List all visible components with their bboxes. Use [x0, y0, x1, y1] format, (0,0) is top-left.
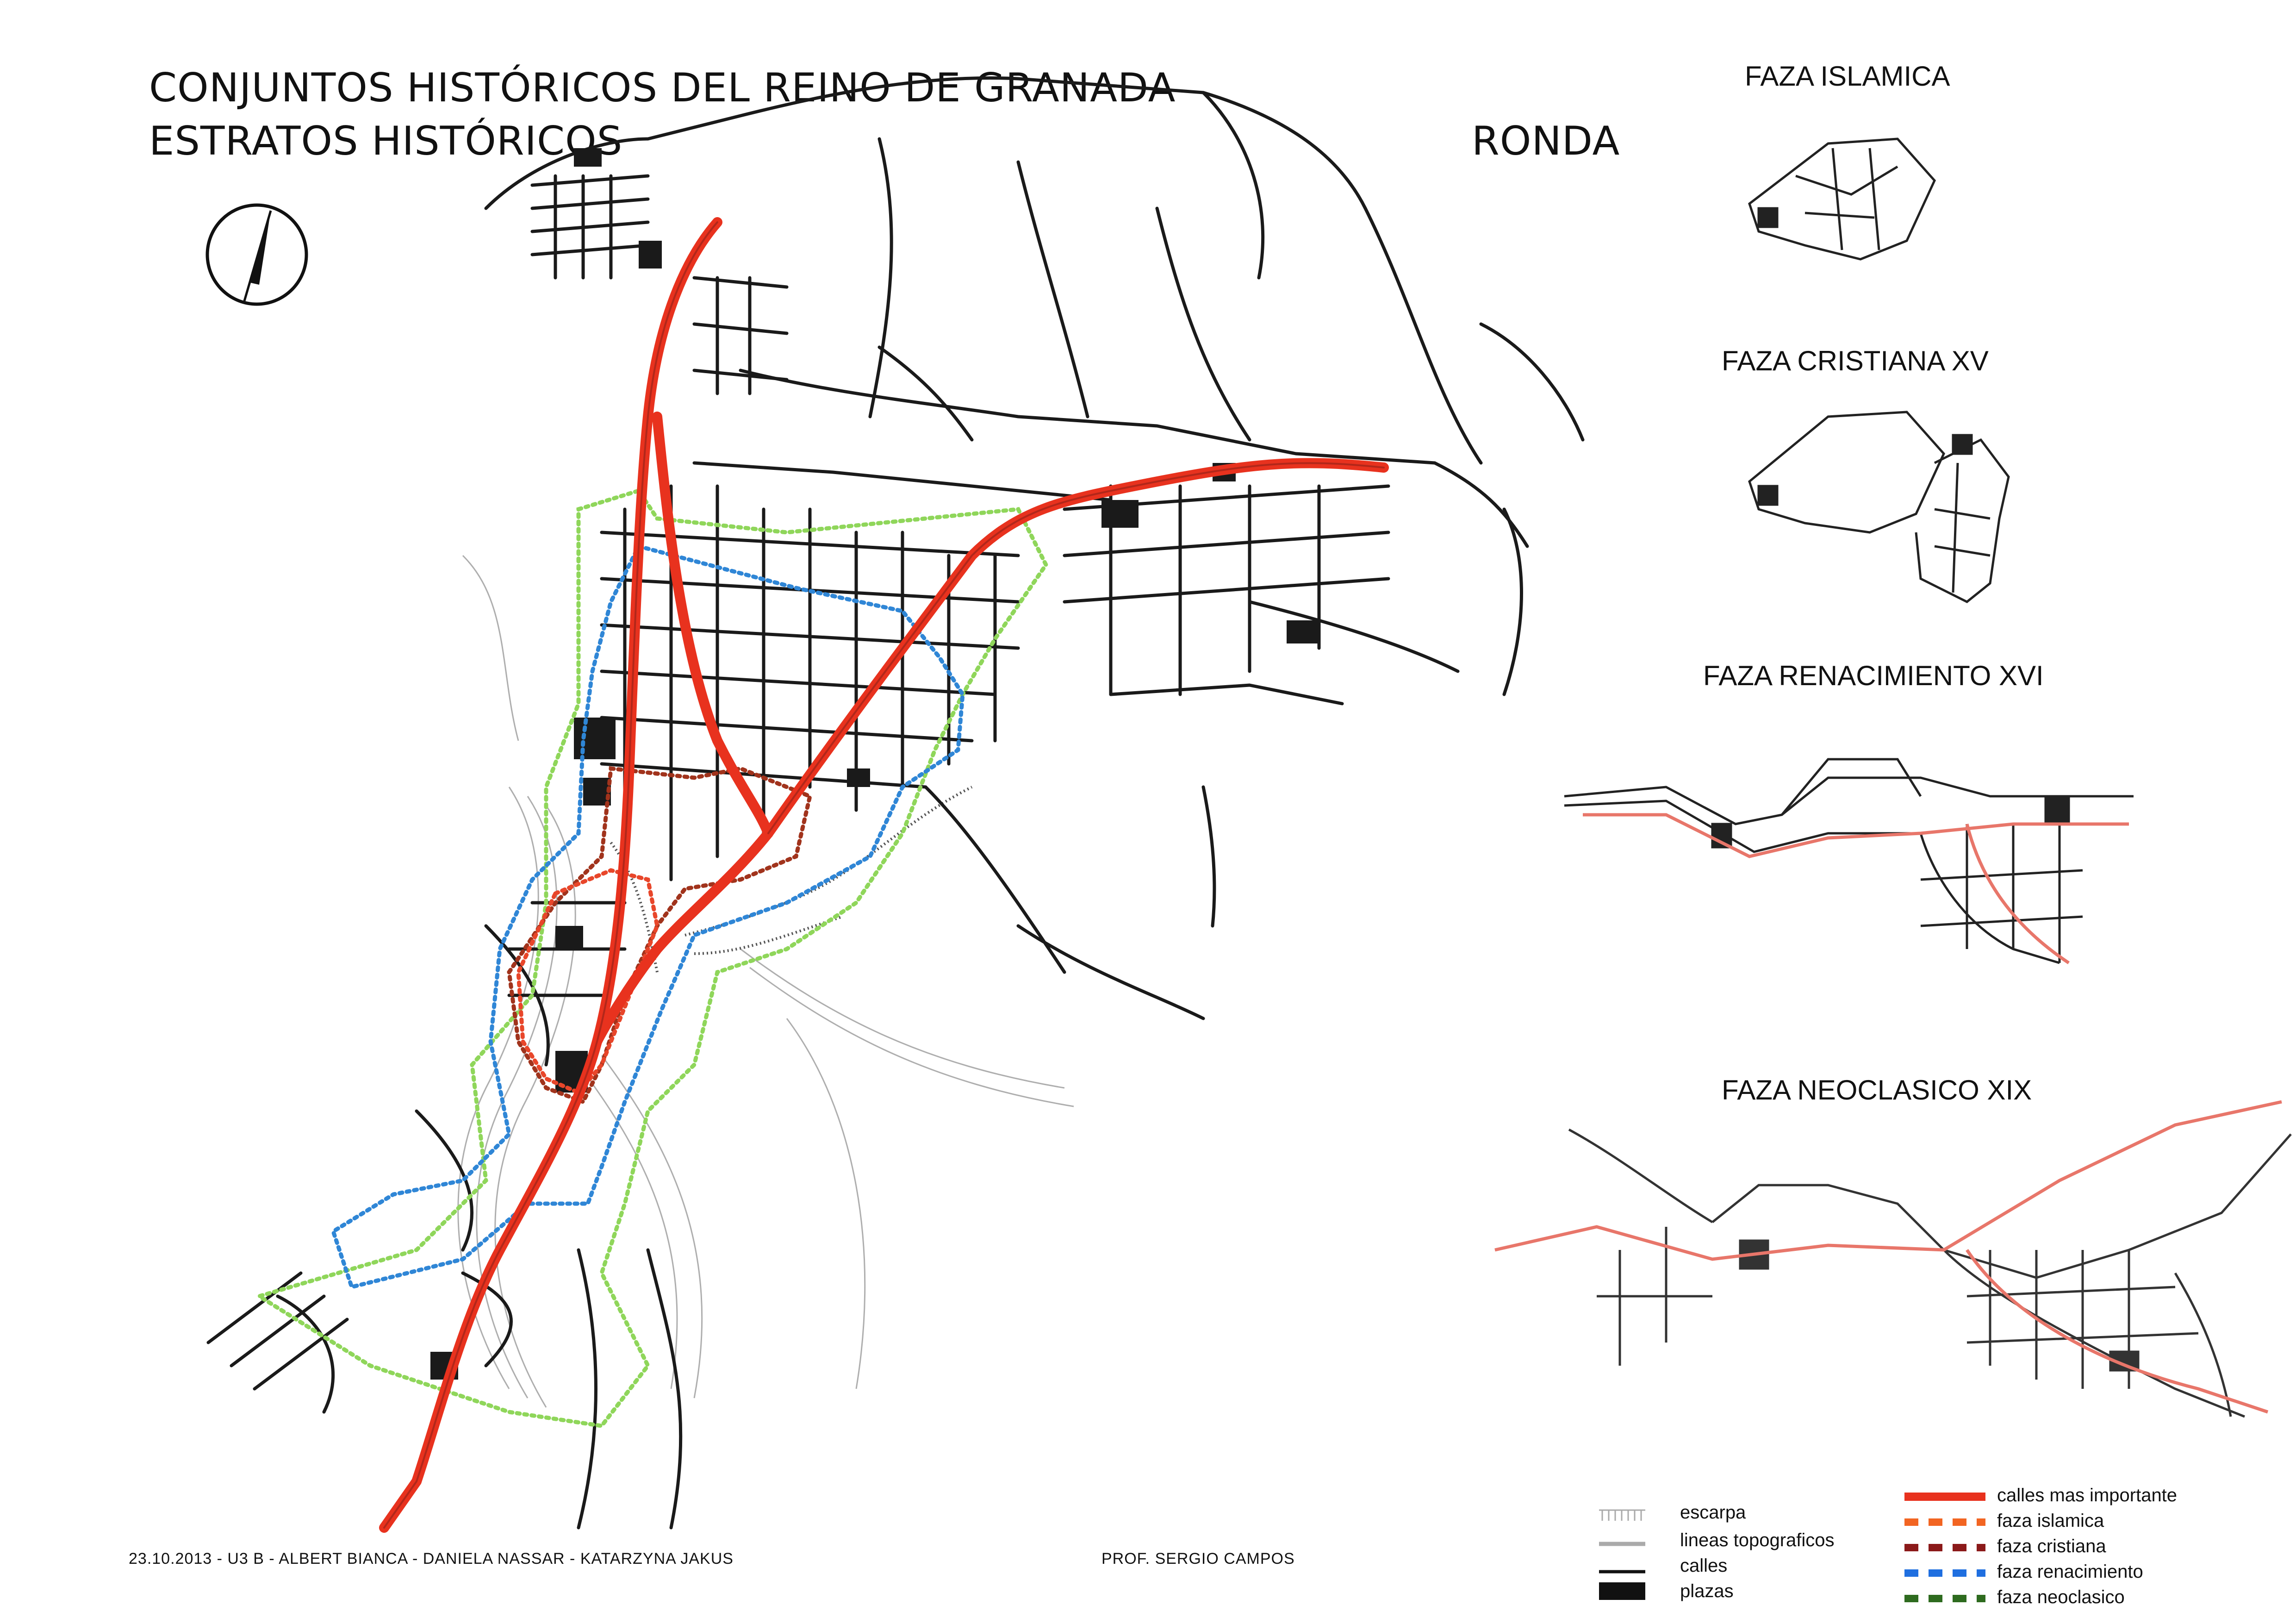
credits: 23.10.2013 - U3 B - ALBERT BIANCA - DANI… — [129, 1550, 734, 1568]
phase-label-renacimiento: FAZA RENACIMIENTO XVI — [1703, 660, 2044, 691]
professor: PROF. SERGIO CAMPOS — [1101, 1550, 1295, 1568]
legend-label-topo: lineas topograficos — [1680, 1530, 1835, 1550]
legend-label-main-street: calles mas importante — [1997, 1485, 2178, 1505]
boundary-islamica — [516, 868, 660, 1095]
main-streets-core — [383, 221, 1385, 1529]
legend-label-escarpa: escarpa — [1680, 1502, 1746, 1523]
phase-neoclasico-main-streets — [1494, 1100, 2282, 1414]
topographic-lines — [457, 555, 1074, 1408]
phase-label-cristiana: FAZA CRISTIANA XV — [1722, 345, 1989, 376]
legend-label-calles: calles — [1680, 1555, 1728, 1576]
phase-label-neoclasico: FAZA NEOCLASICO XIX — [1722, 1074, 2032, 1106]
escarpa-hatch-icon — [1599, 1509, 1645, 1521]
phase-map-cristiana — [1748, 411, 2010, 603]
black-fill-icon — [1599, 1582, 1645, 1600]
map-title-line2: ESTRATOS HISTÓRICOS — [149, 118, 623, 164]
map-title-line1: CONJUNTOS HISTÓRICOS DEL REINO DE GRANAD… — [149, 65, 1176, 111]
legend-label-neoclasico: faza neoclasico — [1997, 1587, 2125, 1607]
phase-map-islamica — [1748, 137, 1936, 261]
legend-label-renacimiento: faza renacimiento — [1997, 1562, 2143, 1582]
legend-label-islamica: faza islamica — [1997, 1511, 2104, 1531]
city-name: RONDA — [1472, 118, 1620, 164]
legend-label-plazas: plazas — [1680, 1581, 1734, 1601]
phase-map-renacimiento — [1564, 758, 2134, 964]
phase-label-islamica: FAZA ISLAMICA — [1745, 61, 1950, 92]
legend-label-cristiana: faza cristiana — [1997, 1536, 2106, 1556]
phase-renacimiento-main-streets — [1583, 813, 2129, 964]
boundary-neoclasico — [254, 488, 1049, 1428]
